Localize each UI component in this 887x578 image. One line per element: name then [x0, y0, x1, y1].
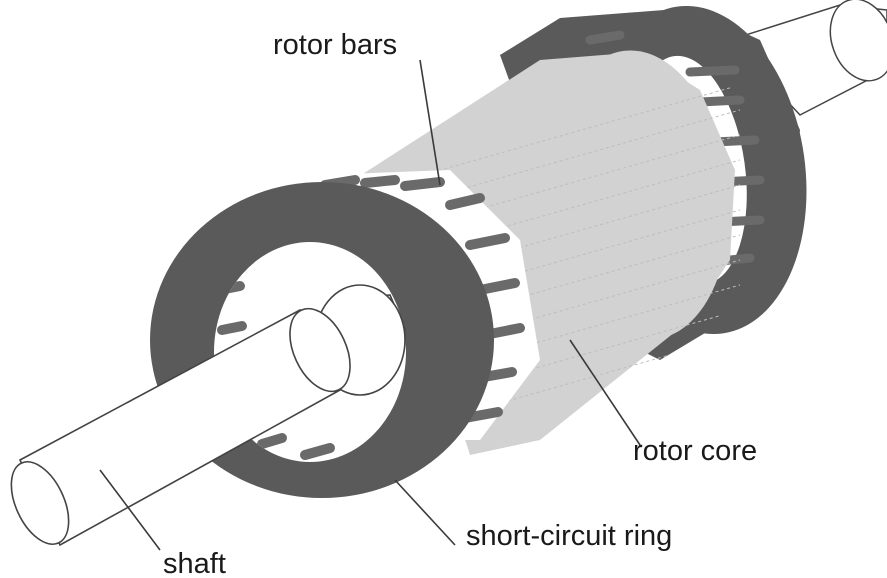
shaft-leader: [99, 469, 161, 551]
short-circuit-ring-leader: [394, 479, 456, 546]
rotor-core-label: rotor core: [633, 435, 757, 467]
rotor-core-leader: [569, 339, 641, 446]
rotor-bars-label: rotor bars: [273, 29, 397, 61]
short-circuit-ring-label: short-circuit ring: [466, 520, 672, 552]
leader-lines: [99, 59, 641, 551]
shaft-label: shaft: [163, 548, 226, 578]
shaft: [10, 284, 406, 547]
shaft-back-end: [728, 0, 887, 116]
rotor-bars-leader: [419, 59, 441, 186]
